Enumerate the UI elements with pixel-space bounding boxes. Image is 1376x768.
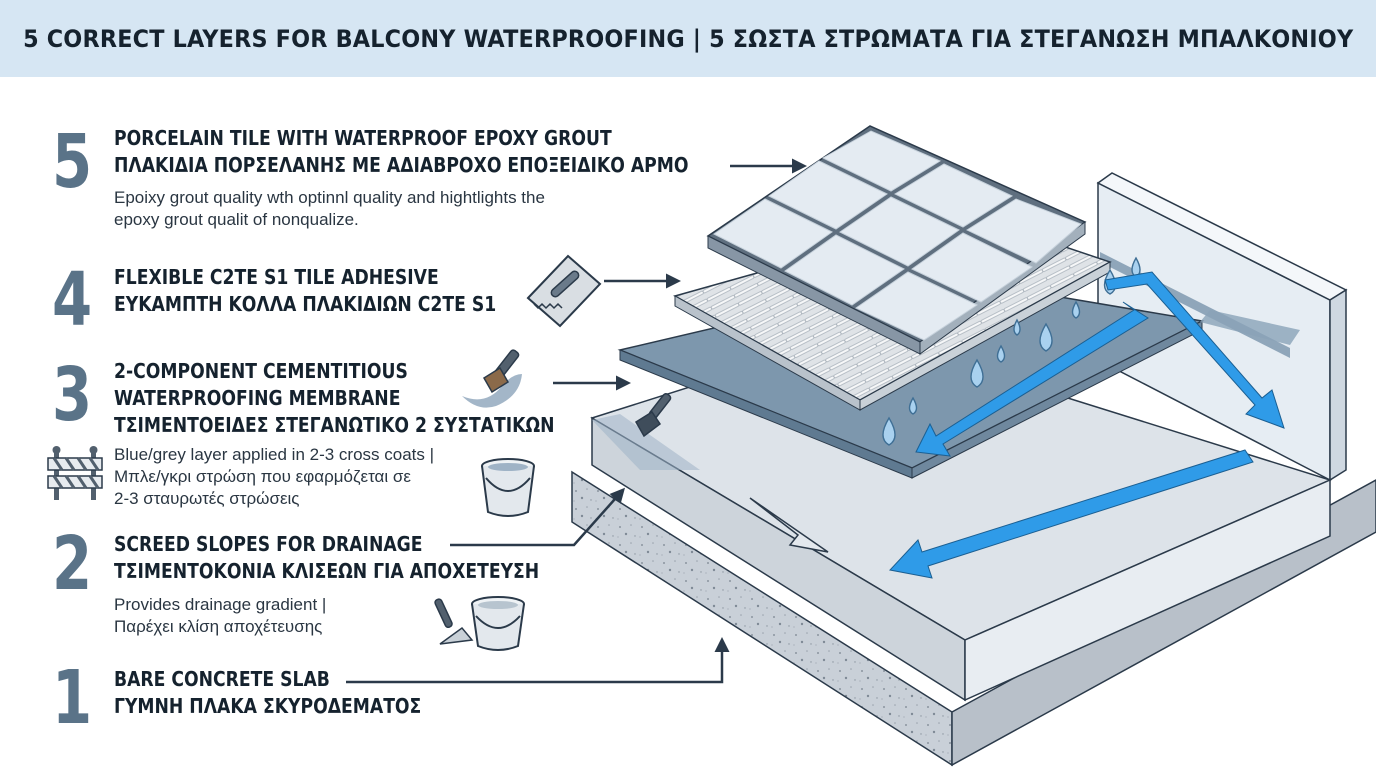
layer-4-title-en: FLEXIBLE C2TE S1 TILE ADHESIVE [114, 265, 439, 289]
layers-diagram: 5 PORCELAIN TILE WITH WATERPROOF EPOXY G… [0, 77, 1376, 768]
layer-5-number: 5 [52, 119, 93, 205]
layer-3-desc-line: Μπλε/γκρι στρώση που εφαρμόζεται σε [114, 467, 411, 486]
paintbrush-icon [462, 349, 522, 408]
trowel-icon [434, 598, 474, 645]
water-drop-icon [1013, 318, 1021, 336]
water-flow-arrow [889, 449, 1254, 579]
leader-arrow-layer-2 [450, 487, 625, 547]
water-flow-arrow [915, 301, 1149, 457]
layer-1-number: 1 [52, 655, 93, 741]
layer-3-number: 3 [52, 352, 93, 438]
bucket-icon [481, 458, 535, 517]
layer-4-number: 4 [52, 257, 93, 343]
layer-5-title: PORCELAIN TILE WITH WATERPROOF EPOXY GRO… [114, 125, 689, 179]
bucket-icon [471, 596, 525, 651]
layer-2-title-en: SCREED SLOPES FOR DRAINAGE [114, 532, 423, 556]
layer-3-desc-line: Blue/grey layer applied in 2-3 cross coa… [114, 445, 435, 464]
layer-2-number: 2 [52, 521, 93, 607]
layer-3-desc-line: 2-3 σταυρωτές στρώσεις [114, 489, 300, 508]
water-drop-icon [970, 358, 984, 388]
layer-5-title-gr: ΠΛΑΚΙΔΙΑ ΠΟΡΣΕΛΑΝΗΣ ΜΕ ΑΔΙΑΒΡΟΧΟ ΕΠΟΞΕΙΔ… [114, 153, 689, 177]
water-drop-icon [1071, 300, 1081, 319]
layer-stack-illustration [47, 125, 1376, 767]
layer-3-title-gr: ΤΣΙΜΕΝΤΟΕΙΔΕΣ ΣΤΕΓΑΝΩΤΙΚΟ 2 ΣΥΣΤΑΤΙΚΩΝ [114, 413, 555, 437]
page-title: 5 CORRECT LAYERS FOR BALCONY WATERPROOFI… [22, 24, 1354, 53]
layer-3-title-en-1: 2-COMPONENT CEMENTITIOUS [114, 359, 408, 383]
water-drop-icon [882, 416, 896, 446]
water-flow-arrow [1104, 271, 1285, 429]
layer-1-title-gr: ΓΥΜΝΗ ΠΛΑΚΑ ΣΚΥΡΟΔΕΜΑΤΟΣ [114, 694, 422, 718]
trowel-notched-icon [526, 254, 602, 328]
tile-grid [713, 130, 1082, 341]
layer-3-title-en-2: WATERPROOFING MEMBRANE [114, 386, 401, 410]
layer-2-description: Provides drainage gradient | Παρέχει κλί… [114, 594, 326, 638]
layer-3-title: 2-COMPONENT CEMENTITIOUS WATERPROOFING M… [114, 358, 554, 439]
porcelain-tiles [706, 125, 1087, 355]
layer-1-title: BARE CONCRETE SLAB ΓΥΜΝΗ ΠΛΑΚΑ ΣΚΥΡΟΔΕΜΑ… [114, 666, 421, 720]
layer-4-title-gr: ΕΥΚΑΜΠΤΗ ΚΟΛΛΑ ΠΛΑΚΙΔΙΩΝ C2TE S1 [114, 292, 497, 316]
layer-5-description: Epoixy grout quality wth optinnl quality… [114, 187, 545, 231]
water-drop-icon [996, 344, 1006, 363]
water-drop-icon [1039, 322, 1053, 352]
title-bar: 5 CORRECT LAYERS FOR BALCONY WATERPROOFI… [0, 0, 1376, 77]
layer-5-desc-line: epoxy grout qualit of nonqualize. [114, 210, 359, 229]
barrier-icon [47, 446, 103, 500]
layer-4-title: FLEXIBLE C2TE S1 TILE ADHESIVE ΕΥΚΑΜΠΤΗ … [114, 264, 496, 318]
layer-2-desc-line: Provides drainage gradient | [114, 595, 327, 614]
layer-2-title: SCREED SLOPES FOR DRAINAGE ΤΣΙΜΕΝΤΟΚΟΝΙΑ… [114, 531, 539, 585]
leader-arrows [346, 158, 807, 684]
layer-2-title-gr: ΤΣΙΜΕΝΤΟΚΟΝΙΑ ΚΛΙΣΕΩΝ ΓΙΑ ΑΠΟΧΕΤΕΥΣΗ [114, 559, 540, 583]
layer-5-title-en: PORCELAIN TILE WITH WATERPROOF EPOXY GRO… [114, 126, 612, 150]
water-drop-icon [908, 396, 918, 415]
layer-1-title-en: BARE CONCRETE SLAB [114, 667, 330, 691]
leader-arrow-layer-1 [346, 637, 730, 684]
layer-5-desc-line: Epoixy grout quality wth optinnl quality… [114, 188, 545, 207]
paintbrush-icon [634, 392, 672, 438]
water-flow-arrows [889, 271, 1285, 579]
layer-2-desc-line: Παρέχει κλίση αποχέτευσης [114, 617, 323, 636]
layer-3-description: Blue/grey layer applied in 2-3 cross coa… [114, 444, 434, 510]
